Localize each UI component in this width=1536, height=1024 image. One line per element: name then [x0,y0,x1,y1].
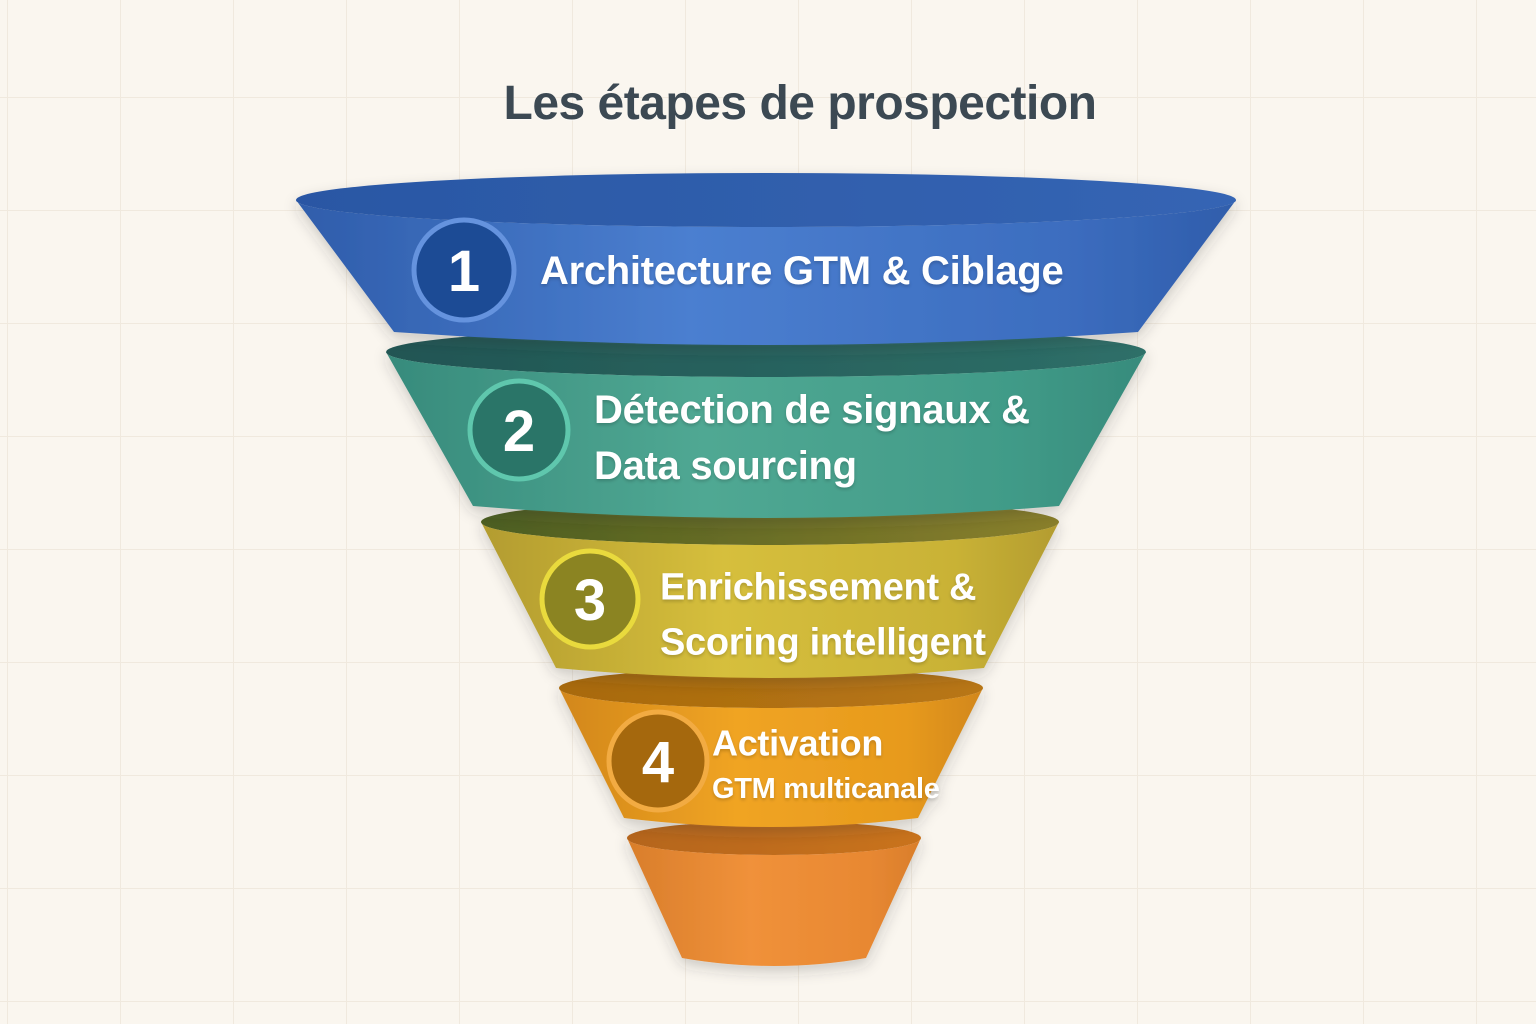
stage-body [627,838,921,966]
stage-label-line: Enrichissement & [660,566,976,608]
stage-number-badge: 1 [411,217,517,323]
stage-number-circle [411,217,517,323]
stage-body [296,200,1236,345]
stage-number-badge: 3 [539,548,641,650]
stage-body [386,352,1146,518]
stage-label-line: Architecture GTM & Ciblage [540,249,1063,293]
stage-number: 4 [642,730,674,795]
stage-rim [559,668,983,708]
stage-number: 2 [503,399,535,464]
funnel-stage-5 [627,821,921,966]
stage-label-line: Data sourcing [594,444,857,488]
diagram-title: Les étapes de prospection [503,77,1097,130]
stage-label-line: GTM multicanale [712,773,940,805]
stage-rim [627,821,921,855]
stage-number: 1 [448,239,480,304]
stage-number-badge: 4 [606,709,710,813]
stage-number-circle [467,378,571,482]
funnel-stage-3: 3 Enrichissement & Scoring intelligent [481,499,1059,678]
stage-number-circle [539,548,641,650]
stage-label-line: Détection de signaux & [594,388,1030,432]
stage-label-line: Scoring intelligent [660,621,986,663]
funnel-stage-1: 1 Architecture GTM & Ciblage [296,173,1236,345]
stage-rim [296,173,1236,227]
stage-body [481,522,1059,678]
stage-number-badge: 2 [467,378,571,482]
stage-label-line: Activation [712,723,883,764]
stage-number: 3 [574,568,606,633]
funnel-stage-2: 2 Détection de signaux & Data sourcing [386,327,1146,518]
stage-number-circle [606,709,710,813]
